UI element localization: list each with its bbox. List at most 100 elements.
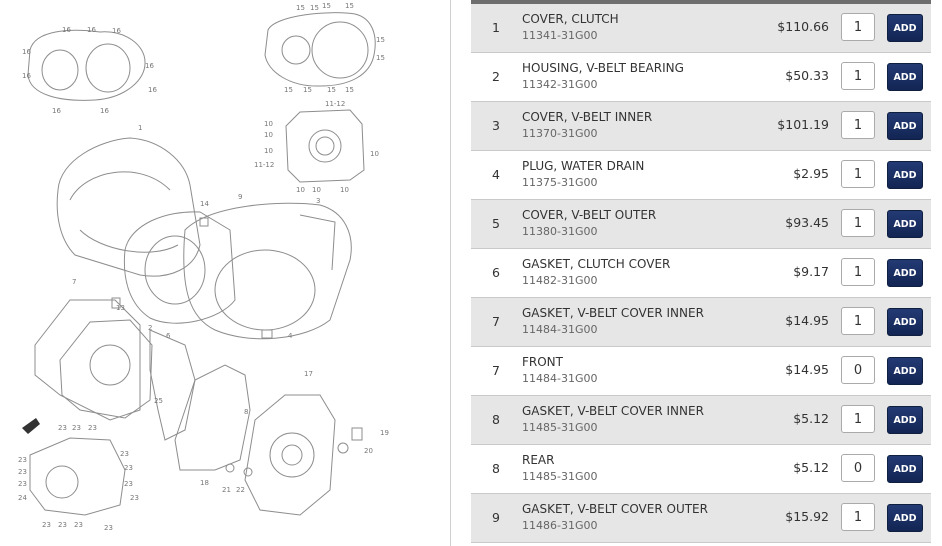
callout: 16 — [145, 62, 154, 70]
callout-labels: 15 15 15 15 15 15 15 15 15 15 16 16 16 1… — [18, 2, 389, 532]
add-to-cart-button[interactable]: ADD — [887, 308, 923, 336]
part-price: $50.33 — [785, 68, 829, 83]
callout: 11-12 — [254, 161, 274, 169]
table-row: 8 REAR 11485-31G00 $5.12 ADD — [471, 445, 931, 494]
diagram-drawing: 15 15 15 15 15 15 15 15 15 15 16 16 16 1… — [18, 2, 389, 532]
callout: 10 — [370, 150, 379, 158]
add-to-cart-button[interactable]: ADD — [887, 14, 923, 42]
add-to-cart-button[interactable]: ADD — [887, 161, 923, 189]
callout: 20 — [364, 447, 373, 455]
part-price: $5.12 — [793, 460, 829, 475]
ref-number: 5 — [492, 216, 500, 231]
part-number: 11485-31G00 — [522, 421, 598, 434]
add-to-cart-button[interactable]: ADD — [887, 63, 923, 91]
part-description: GASKET, V-BELT COVER OUTER 11486-31G00 — [522, 502, 762, 532]
callout: 1 — [138, 124, 142, 132]
quantity-input[interactable] — [841, 405, 875, 433]
callout: 23 — [18, 468, 27, 476]
quantity-input[interactable] — [841, 503, 875, 531]
ref-number: 7 — [492, 363, 500, 378]
gasket-18 — [174, 364, 251, 471]
quantity-input[interactable] — [841, 62, 875, 90]
gasket-top-right — [264, 12, 376, 87]
add-to-cart-button[interactable]: ADD — [887, 259, 923, 287]
add-to-cart-button[interactable]: ADD — [887, 112, 923, 140]
ref-number: 2 — [492, 69, 500, 84]
callout: 13 — [116, 304, 125, 312]
part-description: COVER, V-BELT OUTER 11380-31G00 — [522, 208, 762, 238]
callout: 15 — [296, 4, 305, 12]
part-description: COVER, CLUTCH 11341-31G00 — [522, 12, 762, 42]
table-row: 4 PLUG, WATER DRAIN 11375-31G00 $2.95 AD… — [471, 151, 931, 200]
part-number: 11484-31G00 — [522, 372, 598, 385]
vbelt-outer-cover — [183, 202, 352, 340]
part-name: COVER, V-BELT INNER — [522, 110, 653, 124]
callout: 24 — [18, 494, 27, 502]
callout: 2 — [148, 324, 152, 332]
add-to-cart-button[interactable]: ADD — [887, 210, 923, 238]
add-to-cart-button[interactable]: ADD — [887, 504, 923, 532]
add-to-cart-button[interactable]: ADD — [887, 357, 923, 385]
callout: 18 — [200, 479, 209, 487]
part-description: FRONT 11484-31G00 — [522, 355, 762, 385]
callout: 23 — [18, 480, 27, 488]
callout: 10 — [264, 120, 273, 128]
part-number: 11486-31G00 — [522, 519, 598, 532]
callout: 23 — [124, 464, 133, 472]
part-number: 11485-31G00 — [522, 470, 598, 483]
lower-right-cover — [244, 394, 336, 516]
quantity-input[interactable] — [841, 111, 875, 139]
part-price: $110.66 — [777, 19, 829, 34]
quantity-input[interactable] — [841, 209, 875, 237]
quantity-input[interactable] — [841, 13, 875, 41]
callout: 23 — [58, 424, 67, 432]
callout: 23 — [74, 521, 83, 529]
callout: 10 — [264, 147, 273, 155]
add-to-cart-button[interactable]: ADD — [887, 406, 923, 434]
quantity-input[interactable] — [841, 356, 875, 384]
part-price: $2.95 — [793, 166, 829, 181]
gasket-center — [149, 329, 196, 441]
quantity-input[interactable] — [841, 454, 875, 482]
callout: 16 — [52, 107, 61, 115]
vbelt-inner-cover — [123, 211, 236, 324]
callout: 15 — [376, 36, 385, 44]
pane-divider — [450, 0, 451, 546]
part-price: $101.19 — [777, 117, 829, 132]
callout: 23 — [58, 521, 67, 529]
quantity-input[interactable] — [841, 160, 875, 188]
callout: 23 — [72, 424, 81, 432]
callout: 15 — [303, 86, 312, 94]
callout: 23 — [18, 456, 27, 464]
gasket-top-left — [27, 29, 146, 101]
part-name: HOUSING, V-BELT BEARING — [522, 61, 684, 75]
table-row: 3 COVER, V-BELT INNER 11370-31G00 $101.1… — [471, 102, 931, 151]
part-description: HOUSING, V-BELT BEARING 11342-31G00 — [522, 61, 762, 91]
table-row: 6 GASKET, CLUTCH COVER 11482-31G00 $9.17… — [471, 249, 931, 298]
ref-number: 6 — [492, 265, 500, 280]
callout: 7 — [72, 278, 76, 286]
part-description: REAR 11485-31G00 — [522, 453, 762, 483]
quantity-input[interactable] — [841, 258, 875, 286]
ref-number: 7 — [492, 314, 500, 329]
callout: 23 — [42, 521, 51, 529]
callout: 8 — [244, 408, 248, 416]
part-price: $93.45 — [785, 215, 829, 230]
callout: 23 — [130, 494, 139, 502]
exploded-parts-diagram[interactable]: 15 15 15 15 15 15 15 15 15 15 16 16 16 1… — [0, 0, 450, 546]
callout: 23 — [88, 424, 97, 432]
table-row: 7 GASKET, V-BELT COVER INNER 11484-31G00… — [471, 298, 931, 347]
callout: 3 — [316, 197, 320, 205]
ref-number: 4 — [492, 167, 500, 182]
callout: 15 — [327, 86, 336, 94]
table-row: 9 GASKET, V-BELT COVER OUTER 11486-31G00… — [471, 494, 931, 543]
gasket-left — [34, 299, 141, 421]
part-description: GASKET, V-BELT COVER INNER 11485-31G00 — [522, 404, 762, 434]
add-to-cart-button[interactable]: ADD — [887, 455, 923, 483]
bearing-housing — [285, 109, 365, 183]
callout: 25 — [154, 397, 163, 405]
table-row: 5 COVER, V-BELT OUTER 11380-31G00 $93.45… — [471, 200, 931, 249]
left-housing — [59, 319, 153, 419]
quantity-input[interactable] — [841, 307, 875, 335]
callout: 16 — [100, 107, 109, 115]
